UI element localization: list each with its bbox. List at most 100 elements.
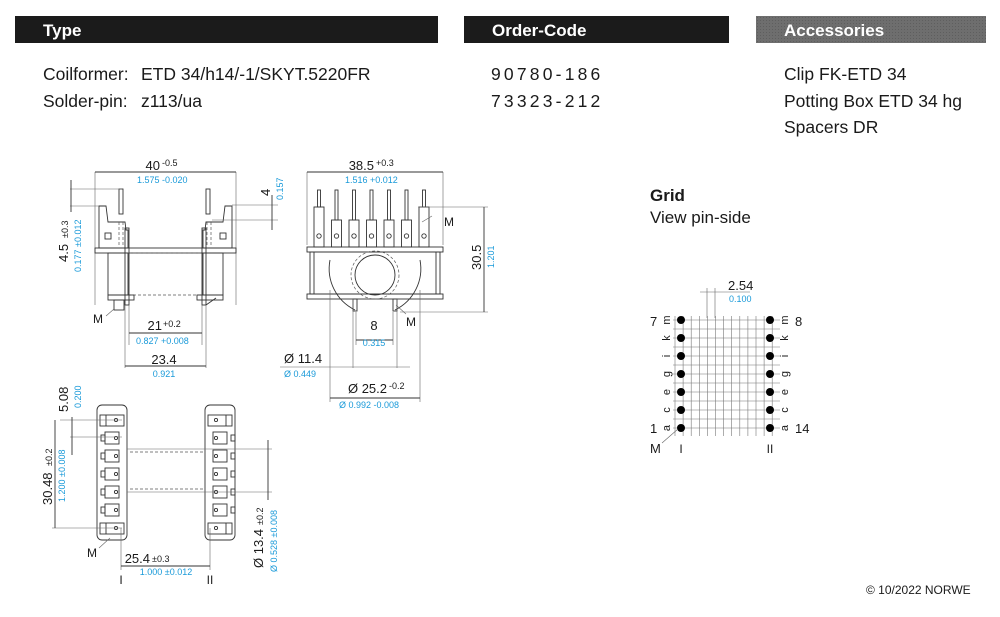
pin-pad xyxy=(104,431,120,445)
order-code-2: 73323-212 xyxy=(491,91,604,111)
copyright: © 10/2022 NORWE xyxy=(866,583,971,597)
grid-pin-dot xyxy=(766,370,774,378)
grid-pin-8: 8 xyxy=(795,314,802,329)
grid-pin-dot xyxy=(766,388,774,396)
dim-13-4-in: Ø 0.528 ±0.008 xyxy=(269,510,279,572)
header-order-code: Order-Code xyxy=(464,16,729,43)
solder-pin-label: Solder-pin: xyxy=(43,91,128,111)
pin-hole xyxy=(213,417,219,423)
grid-row-letter: i xyxy=(661,355,673,357)
grid-subtitle: View pin-side xyxy=(650,208,751,227)
dim-4-5-tol: ±0.3 xyxy=(60,221,70,238)
solder-pin-value: z113/ua xyxy=(141,91,202,111)
grid-pin-dot xyxy=(677,406,685,414)
grid-pitch-mm: 2.54 xyxy=(728,278,753,293)
grid-pin-dot xyxy=(677,388,685,396)
dim-4-in: 0.157 xyxy=(275,177,285,200)
header-type: Type xyxy=(15,16,438,43)
grid-pin-dot xyxy=(766,334,774,342)
dim-40-in: 1.575 -0.020 xyxy=(137,175,188,185)
header-accessories: Accessories xyxy=(756,16,986,43)
pin-pad xyxy=(104,485,120,499)
dim-25-2-mm: Ø 25.2 xyxy=(348,381,387,396)
dim-4-mm: 4 xyxy=(258,189,273,196)
dim-11-4-in: Ø 0.449 xyxy=(284,369,316,379)
grid-side-ii: II xyxy=(767,442,774,456)
grid-row-letter: g xyxy=(661,371,673,377)
dim-30-5-mm: 30.5 xyxy=(469,245,484,270)
order-code-1: 90780-186 xyxy=(491,64,604,84)
pin-tab xyxy=(100,488,106,496)
pin-hole xyxy=(113,471,119,477)
pin-tab xyxy=(100,470,106,478)
pin-slot xyxy=(99,522,125,535)
solder-pin xyxy=(317,189,321,208)
pin-hole xyxy=(213,507,219,513)
pin-pad xyxy=(212,467,228,481)
grid-row-letter: m xyxy=(779,315,791,324)
pin-block xyxy=(313,206,325,248)
pin-hole xyxy=(113,507,119,513)
dim-30-48-in: 1.200 ±0.008 xyxy=(57,450,67,502)
pin-tab xyxy=(100,506,106,514)
marker-m-side: M xyxy=(93,312,103,326)
dim-25-4-tol: ±0.3 xyxy=(152,554,169,564)
pin-pad xyxy=(104,467,120,481)
dim-5-08-in: 0.200 xyxy=(73,385,83,408)
solder-pin xyxy=(404,189,409,221)
pin-tab xyxy=(230,470,236,478)
dim-11-4-mm: Ø 11.4 xyxy=(284,351,322,366)
grid-pin-dot xyxy=(677,424,685,432)
dim-25-4-mm: 25.4 xyxy=(125,551,150,566)
grid-pin-1: 1 xyxy=(650,421,657,436)
grid-row-letter: k xyxy=(779,335,791,341)
solder-pin xyxy=(352,189,356,221)
pin-hole xyxy=(213,435,219,441)
accessory-spacers: Spacers DR xyxy=(784,117,879,137)
grid-pitch-in: 0.100 xyxy=(729,294,752,304)
side-label-i: I xyxy=(119,573,122,587)
grid-pin-dot xyxy=(766,352,774,360)
pin-slot xyxy=(99,414,125,427)
marker-m-bottom: M xyxy=(87,546,97,560)
dim-21-mm: 21 xyxy=(148,318,162,333)
dim-40-mm: 40 xyxy=(146,158,160,173)
grid-pin-dot xyxy=(677,334,685,342)
dim-38-5-mm: 38.5 xyxy=(349,158,374,173)
dim-25-4-in: 1.000 ±0.012 xyxy=(140,567,192,577)
dim-38-5-tol: +0.3 xyxy=(376,158,394,168)
pin-pad xyxy=(212,503,228,517)
bottom-view-drawing xyxy=(52,404,272,570)
grid-row-letter: g xyxy=(779,371,791,377)
pin-pad xyxy=(104,449,120,463)
grid-row-letter: a xyxy=(779,424,791,431)
pin-tab xyxy=(100,452,106,460)
dim-30-48-mm: 30.48 xyxy=(40,472,55,505)
side-view-drawing xyxy=(70,171,278,368)
dim-8-mm: 8 xyxy=(370,318,377,333)
dim-8-in: 0.315 xyxy=(363,338,386,348)
pin-tab xyxy=(230,434,236,442)
accessory-potting-box: Potting Box ETD 34 hg xyxy=(784,91,963,111)
grid-marker-m: M xyxy=(650,441,661,456)
pin-hole xyxy=(113,453,119,459)
grid-pin-dot xyxy=(677,352,685,360)
solder-pin xyxy=(334,189,339,221)
grid-row-letter: c xyxy=(661,407,673,413)
pin-tab xyxy=(230,506,236,514)
side-label-ii: II xyxy=(207,573,214,587)
grid-pin-dot xyxy=(677,370,685,378)
pin-tab xyxy=(230,452,236,460)
dim-38-5-in: 1.516 +0.012 xyxy=(345,175,398,185)
solder-pin xyxy=(387,189,391,221)
grid-row-letter: c xyxy=(779,407,791,413)
dim-13-4-mm: Ø 13.4 xyxy=(251,529,266,568)
grid-pin-dot xyxy=(766,316,774,324)
dim-4-5-mm: 4.5 xyxy=(56,244,71,262)
dim-13-4-tol: ±0.2 xyxy=(255,508,265,525)
grid-pin-dot xyxy=(766,424,774,432)
solder-pin xyxy=(369,189,374,221)
pin-grid-dots xyxy=(677,316,774,432)
pin-hole xyxy=(213,471,219,477)
